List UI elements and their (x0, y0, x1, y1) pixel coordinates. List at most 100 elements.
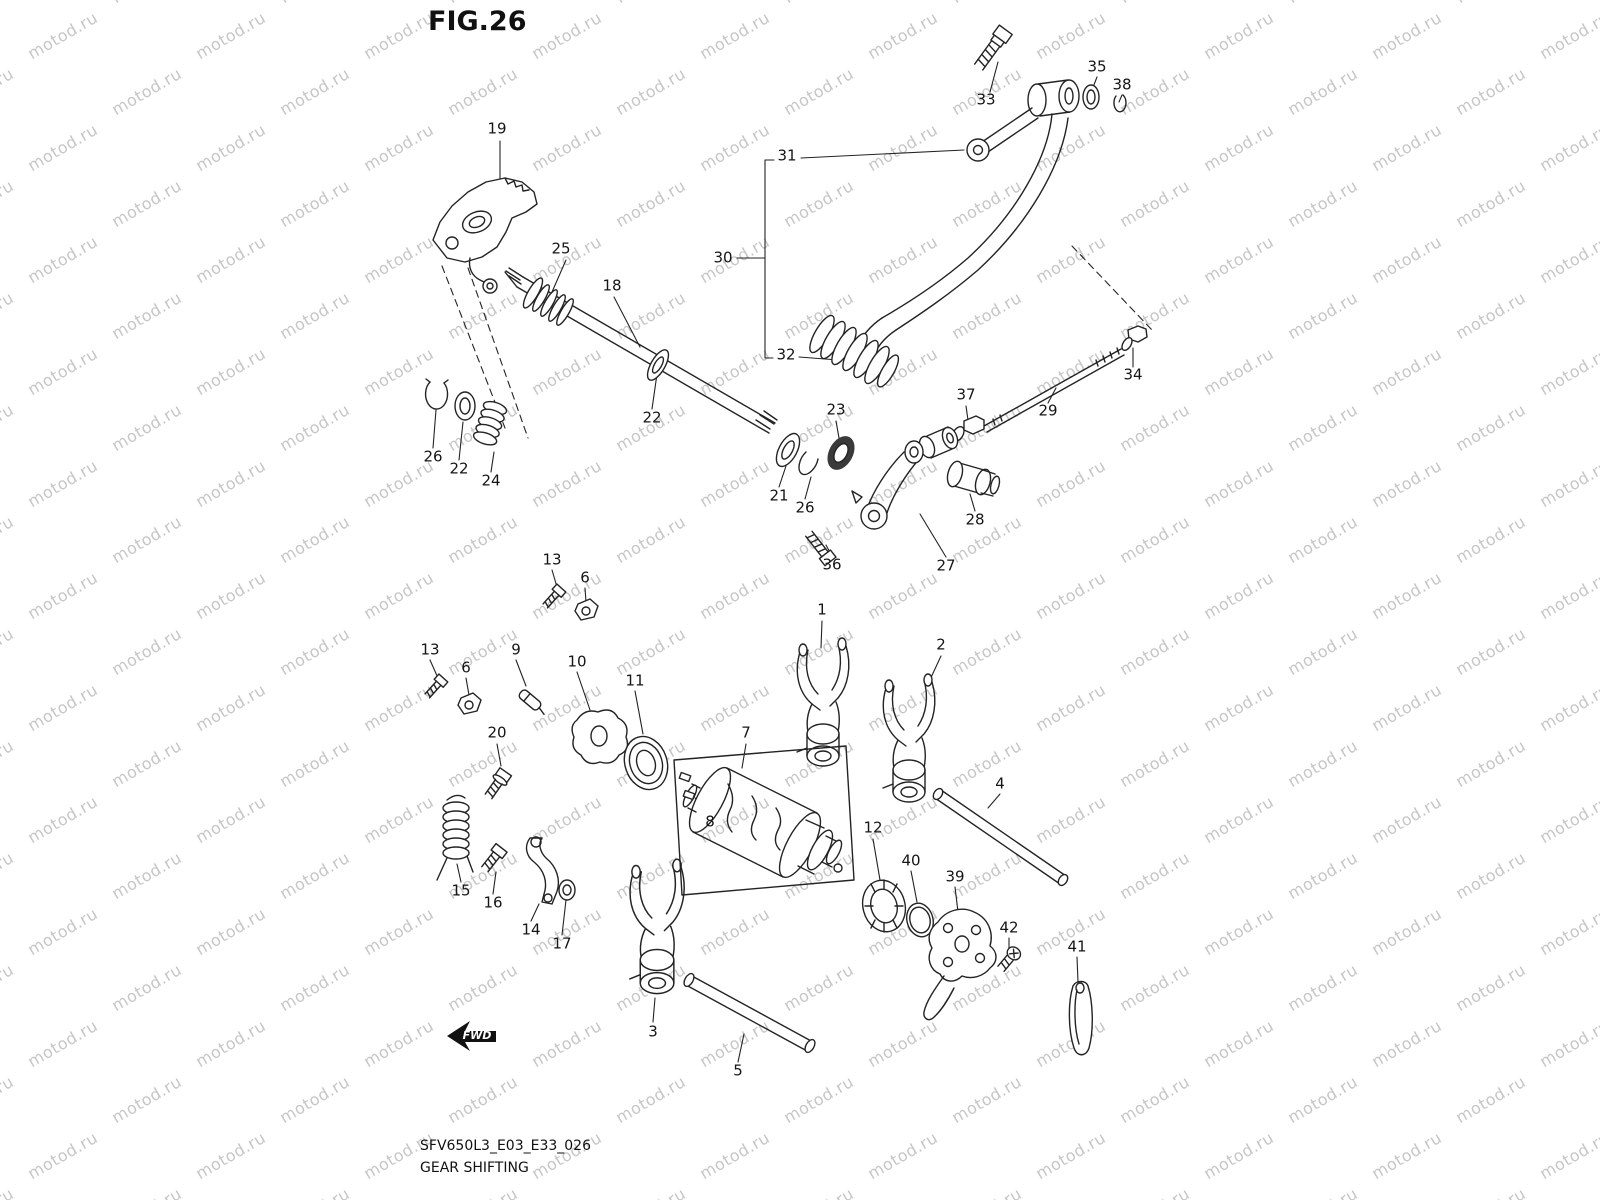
alignment-lines (441, 245, 1153, 439)
pawl-arm (525, 836, 560, 905)
part-label-7: 7 (741, 723, 751, 742)
fork-shaft-4 (932, 787, 1069, 887)
gearshift-cam-plate (432, 177, 538, 294)
part-label-3: 3 (648, 1022, 658, 1041)
fwd-arrow-icon (447, 1021, 496, 1051)
part-label-1: 1 (817, 600, 827, 619)
washer-on-shaft (646, 349, 670, 381)
fork-shaft-5 (683, 972, 816, 1054)
drum-pins (678, 771, 696, 801)
part-label-16: 16 (483, 893, 503, 912)
part-label-41: 41 (1067, 937, 1087, 956)
pin-part (518, 689, 545, 716)
part-label-6: 6 (461, 658, 471, 677)
part-label-19: 19 (487, 119, 507, 138)
part-label-22: 22 (449, 459, 469, 478)
part-label-31: 31 (777, 146, 797, 165)
retainer-ring (623, 735, 669, 791)
part-label-13: 13 (542, 550, 562, 569)
shift-rod (983, 347, 1125, 433)
circlip-part (424, 378, 449, 410)
part-label-24: 24 (481, 471, 501, 490)
shift-shaft (504, 267, 778, 434)
part-label-32: 32 (776, 345, 796, 364)
part-label-28: 28 (965, 510, 985, 529)
part-label-42: 42 (999, 918, 1019, 937)
part-label-9: 9 (511, 640, 521, 659)
part-label-37: 37 (956, 385, 976, 404)
retainer-clip (1068, 980, 1093, 1056)
ball-joint (966, 107, 1039, 162)
driven-cam-plate (923, 908, 997, 1021)
shift-lever (855, 113, 1069, 361)
nut-part (1121, 325, 1148, 352)
fwd-marker-label: FWD (462, 1029, 492, 1042)
bolt-part (484, 767, 513, 800)
screw-part (424, 673, 449, 699)
part-label-4: 4 (995, 774, 1005, 793)
shift-arm (851, 440, 924, 530)
circlip-part (1113, 94, 1127, 113)
part-label-39: 39 (945, 867, 965, 886)
cam-drum-assembly (673, 745, 855, 896)
washer-part (775, 432, 801, 468)
screw-part (997, 946, 1022, 972)
part-label-36: 36 (822, 555, 842, 574)
part-label-6: 6 (580, 568, 590, 587)
part-label-26: 26 (423, 447, 443, 466)
part-label-11: 11 (625, 671, 645, 690)
return-spring-on-shaft (522, 277, 574, 326)
torsion-spring (436, 794, 474, 881)
screw-part (542, 583, 567, 609)
part-label-38: 38 (1112, 75, 1132, 94)
washer-part (1082, 84, 1100, 110)
part-label-22: 22 (642, 408, 662, 427)
part-label-10: 10 (567, 652, 587, 671)
bolt-part (481, 842, 508, 873)
part-label-27: 27 (936, 556, 956, 575)
part-label-20: 20 (487, 723, 507, 742)
cam-stopper (571, 709, 629, 765)
part-label-8: 8 (705, 812, 715, 831)
part-label-34: 34 (1123, 365, 1143, 384)
washer-part (454, 391, 476, 421)
shift-fork-2 (882, 673, 936, 803)
coil-spring (472, 400, 508, 446)
part-label-15: 15 (451, 881, 471, 900)
footer-caption: GEAR SHIFTING (420, 1160, 529, 1176)
bearing-part (827, 436, 855, 470)
part-label-30: 30 (713, 248, 733, 267)
leader-lines (429, 61, 1134, 1063)
stopper-plate (457, 692, 482, 715)
figure-title: FIG.26 (428, 6, 527, 37)
part-label-33: 33 (976, 90, 996, 109)
stopper-plate (574, 598, 599, 621)
washer-part (905, 902, 935, 938)
part-label-26: 26 (795, 498, 815, 517)
part-label-18: 18 (602, 276, 622, 295)
adjuster-nut (951, 415, 985, 442)
part-label-17: 17 (552, 934, 572, 953)
part-label-13: 13 (420, 640, 440, 659)
part-label-14: 14 (521, 920, 541, 939)
part-label-29: 29 (1038, 401, 1058, 420)
bolt-part (973, 24, 1013, 71)
footer-part-code: SFV650L3_E03_E33_026 (420, 1138, 591, 1154)
part-label-21: 21 (769, 486, 789, 505)
needle-bearing (861, 879, 907, 933)
part-label-5: 5 (733, 1061, 743, 1080)
part-label-35: 35 (1087, 57, 1107, 76)
shift-fork-3 (629, 858, 685, 995)
part-label-40: 40 (901, 851, 921, 870)
lever-boss (1027, 79, 1080, 117)
pivot-pin (946, 460, 1001, 497)
part-label-12: 12 (863, 818, 883, 837)
pedal-rubber (809, 314, 900, 388)
part-label-25: 25 (551, 239, 571, 258)
part-label-23: 23 (826, 400, 846, 419)
part-label-2: 2 (936, 635, 946, 654)
circlip-part (798, 451, 819, 476)
bolt-part (805, 530, 837, 567)
